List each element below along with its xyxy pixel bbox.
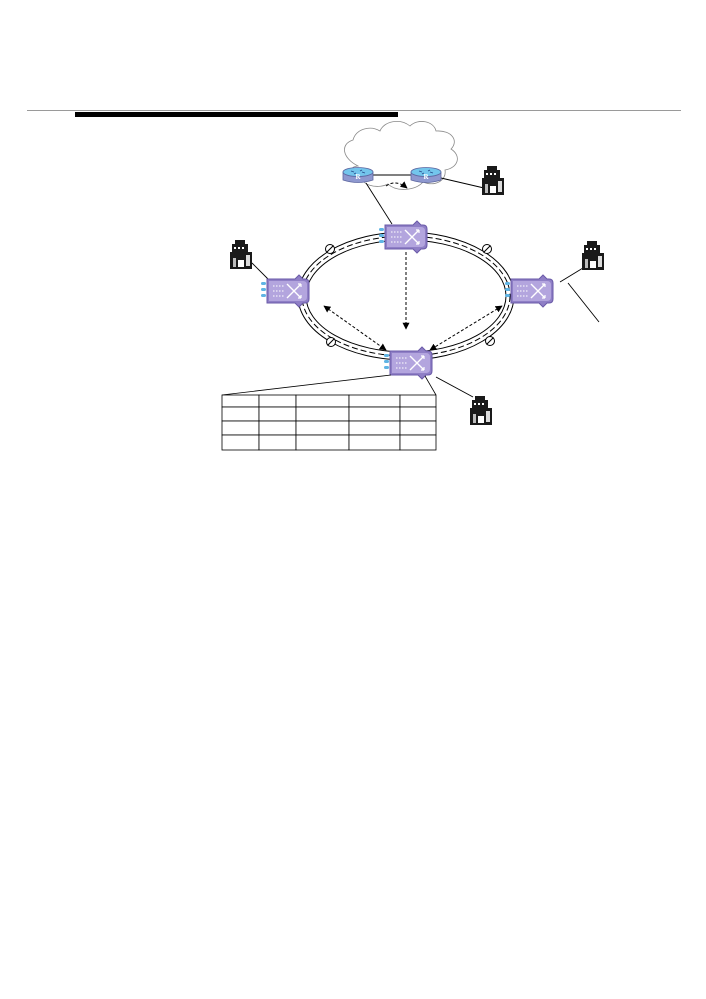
table-cell [295,420,350,436]
optical-switch-icon [504,274,554,308]
fiber-break-icon [324,243,336,255]
fiber-ring-inner [305,239,507,353]
router-right: R [410,167,442,183]
table-cell [221,434,260,451]
table-cell [399,434,437,451]
table-cell [258,406,297,422]
header-rule-thin [27,110,681,111]
left-to-bottom-arrow [323,305,387,351]
optical-switch-icon [260,274,310,308]
table-cell [295,406,350,422]
table-cell [399,394,437,408]
building-icon [470,396,492,425]
router-left: R [342,167,374,183]
right-building-link [559,267,584,283]
building-icon [230,240,252,269]
table-cell [348,394,401,408]
table-cell [399,406,437,422]
table-cell [258,394,297,408]
router-left-label: R [355,173,361,181]
table-cell [258,434,297,451]
router-building-link [440,177,485,189]
table [221,394,437,451]
table-callout-left [221,374,392,396]
optical-switch-icon [383,346,433,380]
bottom-building-link [435,376,474,398]
right-to-bottom-arrow [429,305,503,351]
header-rule-thick [75,112,398,117]
building-icon [582,241,604,270]
building-icon [482,166,504,195]
optical-switch-icon [378,220,428,254]
table-cell [258,420,297,436]
router-switch-link [365,182,393,225]
table-cell [221,406,260,422]
table-cell [295,394,350,408]
table-cell [348,420,401,436]
cloud-traffic-arrow [385,181,408,189]
table-cell [295,434,350,451]
right-callout-line [567,282,600,323]
fiber-break-icon [484,335,496,347]
router-right-label: R [423,173,429,181]
fiber-break-icon [325,336,337,348]
left-building-link [251,262,271,282]
fiber-break-icon [481,243,493,255]
table-cell [399,420,437,436]
table-callout-right [424,375,437,396]
table-cell [221,420,260,436]
table-cell [348,406,401,422]
table-cell [348,434,401,451]
table-cell [221,394,260,408]
